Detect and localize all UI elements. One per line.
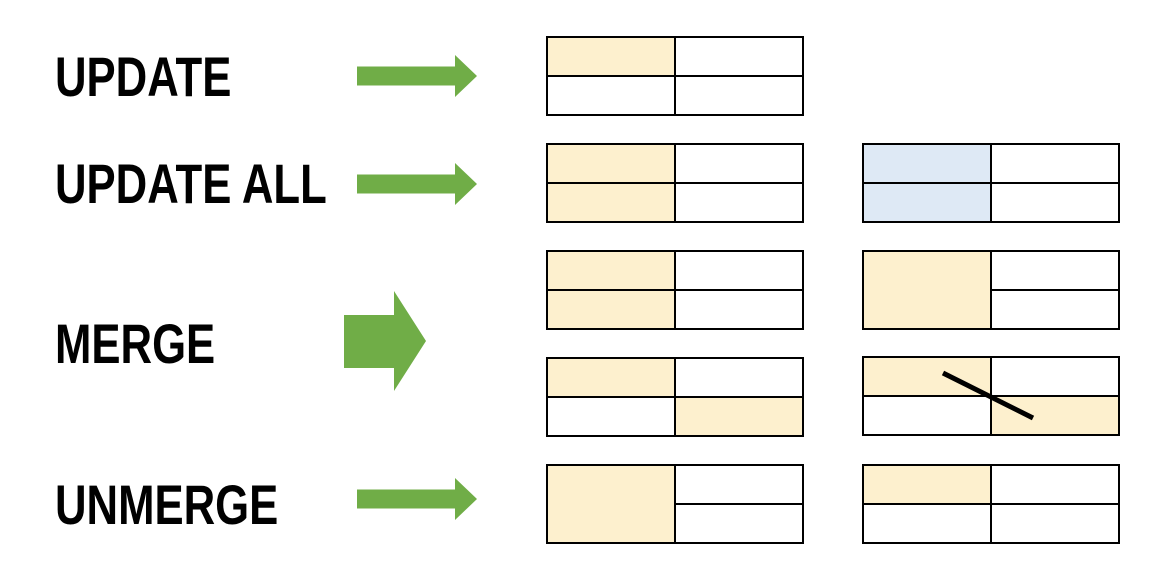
table-cell <box>990 250 1120 291</box>
table-cell <box>862 503 992 544</box>
table-cell <box>674 464 804 505</box>
table-cell <box>990 503 1120 544</box>
table-cell <box>674 75 804 116</box>
table-cell <box>546 36 676 77</box>
table-cell <box>990 289 1120 330</box>
update-all-left-table <box>546 143 804 223</box>
table-cell <box>546 143 676 184</box>
update-arrow-right-icon <box>357 55 477 97</box>
table-cell <box>546 396 676 437</box>
table-cell <box>546 75 676 116</box>
not-allowed-strike-line <box>941 370 1035 421</box>
arrow-shape <box>357 478 477 520</box>
table-cell <box>862 464 992 505</box>
merged-table-cell <box>546 464 676 544</box>
table-cell <box>990 395 1120 436</box>
table-cell <box>862 143 992 184</box>
update-all-label: UPDATE ALL <box>55 152 327 215</box>
table-cell <box>674 396 804 437</box>
merged-table-cell <box>862 250 992 330</box>
table-cell <box>674 503 804 544</box>
merge-bottom-before-table <box>546 357 804 437</box>
merge-bottom-after-table <box>862 356 1120 436</box>
table-cell <box>546 250 676 291</box>
update-result-table <box>546 36 804 116</box>
table-cell <box>674 36 804 77</box>
arrow-shape <box>344 291 426 391</box>
strike-line <box>941 370 1035 421</box>
merge-arrow-right-icon <box>344 291 426 391</box>
table-cell <box>990 182 1120 223</box>
unmerge-label: UNMERGE <box>55 473 279 536</box>
arrow-shape <box>357 55 477 97</box>
table-cell <box>546 357 676 398</box>
table-cell <box>862 395 992 436</box>
merge-top-before-table <box>546 250 804 330</box>
table-cell <box>990 464 1120 505</box>
merge-top-after-table <box>862 250 1120 330</box>
table-cell <box>674 250 804 291</box>
table-cell <box>674 182 804 223</box>
unmerge-arrow-right-icon <box>357 478 477 520</box>
update-label: UPDATE <box>55 45 232 108</box>
table-cell <box>990 356 1120 397</box>
update-all-arrow-right-icon <box>357 163 477 205</box>
table-cell <box>674 357 804 398</box>
unmerge-before-table <box>546 464 804 544</box>
merge-label: MERGE <box>55 312 216 375</box>
update-all-right-table <box>862 143 1120 223</box>
unmerge-after-table <box>862 464 1120 544</box>
table-cell <box>862 356 992 397</box>
arrow-shape <box>357 163 477 205</box>
table-cell <box>862 182 992 223</box>
table-cell <box>990 143 1120 184</box>
table-cell <box>674 289 804 330</box>
table-cell <box>674 143 804 184</box>
table-cell <box>546 289 676 330</box>
table-cell <box>546 182 676 223</box>
